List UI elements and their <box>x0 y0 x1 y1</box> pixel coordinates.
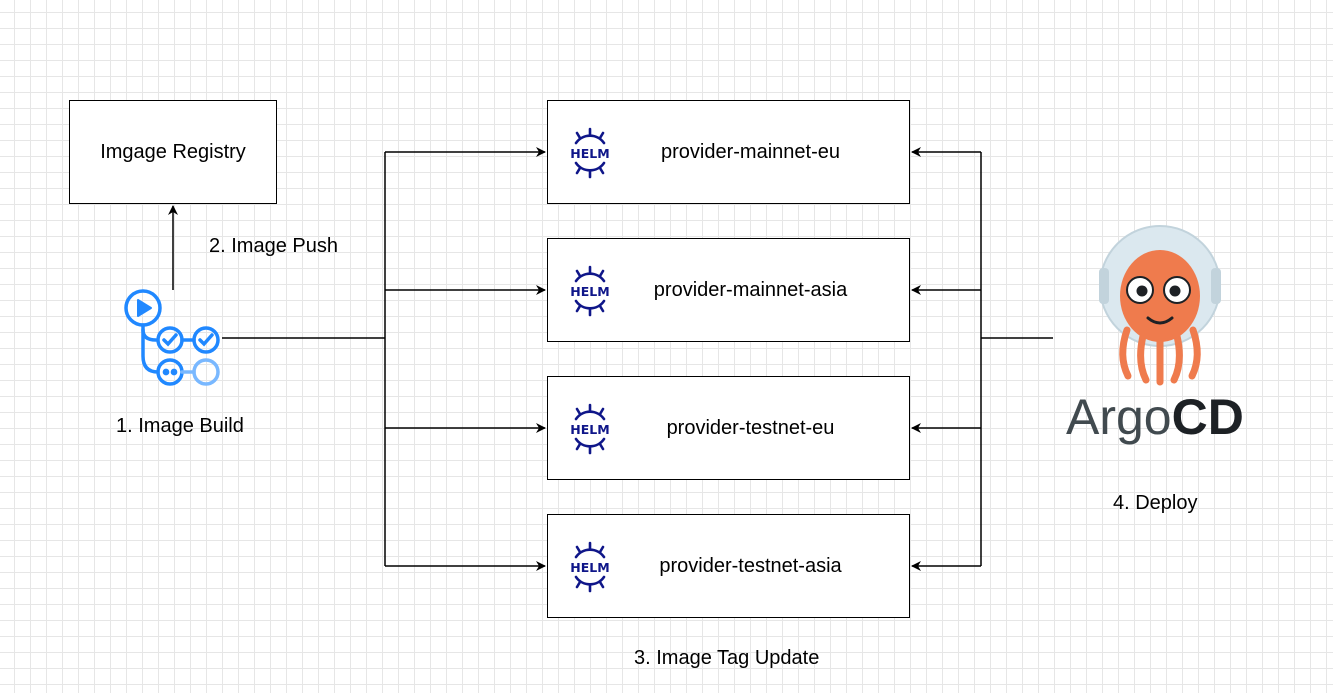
helm-logo-text: HELM <box>570 146 609 161</box>
helm-logo-text: HELM <box>570 284 609 299</box>
image-registry-box: Imgage Registry <box>69 100 277 204</box>
helm-chart-box: HELM provider-testnet-asia <box>547 514 910 618</box>
helm-chart-label: provider-testnet-eu <box>666 416 835 439</box>
helm-logo-text: HELM <box>570 422 609 437</box>
argocd-mascot-icon <box>1099 225 1221 386</box>
step-image-build-label: 1. Image Build <box>116 415 244 437</box>
helm-chart-label: provider-testnet-asia <box>659 554 842 577</box>
helm-logo-text: HELM <box>570 560 609 575</box>
argocd-wordmark: ArgoCD <box>1066 392 1244 442</box>
image-registry-label: Imgage Registry <box>100 140 246 163</box>
step-image-push-label: 2. Image Push <box>209 235 338 257</box>
helm-icon: HELM <box>570 541 610 593</box>
helm-chart-label: provider-mainnet-asia <box>653 278 848 301</box>
argocd-wordmark-bold: CD <box>1171 389 1244 445</box>
helm-icon: HELM <box>570 127 610 179</box>
helm-chart-label: provider-mainnet-eu <box>661 140 840 163</box>
step-deploy-label: 4. Deploy <box>1113 492 1198 514</box>
helm-icon: HELM <box>570 265 610 317</box>
argocd-wordmark-light: Argo <box>1066 389 1172 445</box>
helm-chart-box: HELM provider-mainnet-asia <box>547 238 910 342</box>
helm-icon: HELM <box>570 403 610 455</box>
github-actions-icon <box>124 289 220 386</box>
helm-chart-box: HELM provider-mainnet-eu <box>547 100 910 204</box>
helm-chart-box: HELM provider-testnet-eu <box>547 376 910 480</box>
step-image-tag-update-label: 3. Image Tag Update <box>634 647 820 669</box>
